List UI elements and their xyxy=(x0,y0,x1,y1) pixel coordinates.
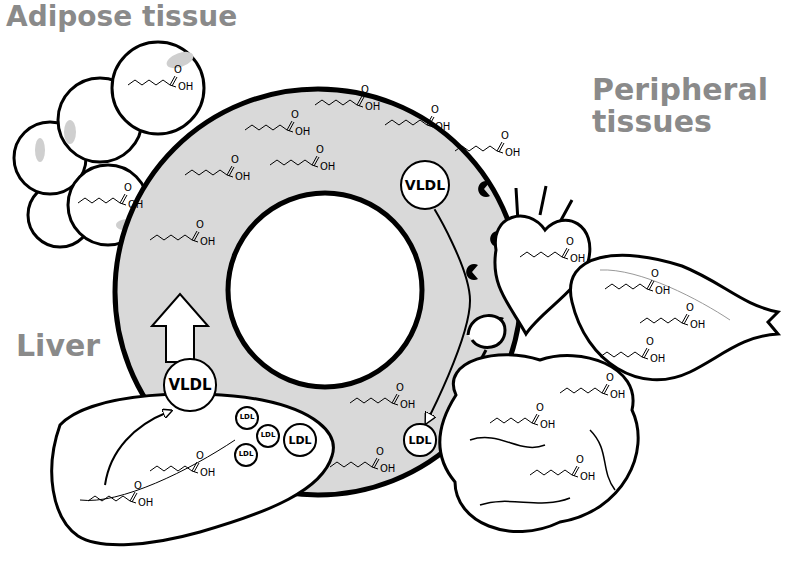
fatty-acid: O OH xyxy=(128,65,198,95)
oxygen-atom: O xyxy=(576,455,584,465)
hydroxyl-group: OH xyxy=(380,464,395,474)
fatty-acid: O OH xyxy=(385,105,455,135)
oxygen-atom: O xyxy=(361,85,369,95)
oxygen-atom: O xyxy=(174,65,182,75)
oxygen-atom: O xyxy=(231,155,239,165)
fatty-acid: O OH xyxy=(350,383,420,413)
ldl-particle-small: LDL xyxy=(235,406,260,431)
ldl-particle: LDL xyxy=(403,423,436,456)
particle-label: LDL xyxy=(239,451,254,458)
hydroxyl-group: OH xyxy=(690,320,705,330)
oxygen-atom: O xyxy=(376,447,384,457)
region-heading: Adipose tissue xyxy=(6,2,306,31)
oxygen-atom: O xyxy=(316,145,324,155)
hydroxyl-group: OH xyxy=(435,122,450,132)
hydroxyl-group: OH xyxy=(570,254,585,264)
ldl-particle: LDL xyxy=(283,423,317,457)
particle-label: VLDL xyxy=(168,378,211,393)
oxygen-atom: O xyxy=(686,303,694,313)
fatty-acid: O OH xyxy=(315,85,385,115)
oxygen-atom: O xyxy=(651,269,659,279)
fatty-acid: O OH xyxy=(88,481,158,511)
particle-label: VLDL xyxy=(405,178,445,192)
hydroxyl-group: OH xyxy=(200,468,215,478)
oxygen-atom: O xyxy=(196,451,204,461)
liver-organ xyxy=(52,394,334,545)
fatty-acid: O OH xyxy=(520,237,590,267)
oxygen-atom: O xyxy=(566,237,574,247)
hydroxyl-group: OH xyxy=(400,400,415,410)
oxygen-atom: O xyxy=(646,337,654,347)
conversion-arrow xyxy=(426,209,470,422)
particle-label: LDL xyxy=(288,435,311,446)
fatty-acid: O OH xyxy=(530,455,600,485)
fatty-acid: O OH xyxy=(245,110,315,140)
vldl-particle: VLDL xyxy=(400,160,450,210)
hydroxyl-group: OH xyxy=(295,127,310,137)
ldl-particle-small: LDL xyxy=(256,424,281,449)
particle-label: LDL xyxy=(240,414,255,421)
oxygen-atom: O xyxy=(606,373,614,383)
hydroxyl-group: OH xyxy=(128,200,143,210)
fatty-acid: O OH xyxy=(270,145,340,175)
particle-label: LDL xyxy=(261,432,276,439)
fatty-acid: O OH xyxy=(560,373,630,403)
fatty-acid: O OH xyxy=(640,303,710,333)
hydroxyl-group: OH xyxy=(650,354,665,364)
ldl-particle-small: LDL xyxy=(234,443,259,468)
fatty-acid: O OH xyxy=(78,183,148,213)
intestine-organ xyxy=(440,316,638,532)
oxygen-atom: O xyxy=(431,105,439,115)
hydroxyl-group: OH xyxy=(138,498,153,508)
fatty-acid: O OH xyxy=(490,403,560,433)
hydroxyl-group: OH xyxy=(655,286,670,296)
hydroxyl-group: OH xyxy=(540,420,555,430)
fatty-acid: O OH xyxy=(605,269,675,299)
hydroxyl-group: OH xyxy=(610,390,625,400)
liver-curved-arrow xyxy=(105,412,168,485)
oxygen-atom: O xyxy=(196,220,204,230)
oxygen-atom: O xyxy=(134,481,142,491)
fatty-acid: O OH xyxy=(600,337,670,367)
circulation-arrow xyxy=(152,294,208,362)
fatty-acid: O OH xyxy=(150,220,220,250)
oxygen-atom: O xyxy=(396,383,404,393)
fatty-acid: O OH xyxy=(330,447,400,477)
hydroxyl-group: OH xyxy=(320,162,335,172)
oxygen-atom: O xyxy=(124,183,132,193)
region-heading: Peripheral tissues xyxy=(592,74,778,137)
hydroxyl-group: OH xyxy=(178,82,193,92)
oxygen-atom: O xyxy=(536,403,544,413)
particle-label: LDL xyxy=(408,435,431,446)
liver-inner-line xyxy=(80,440,235,500)
fatty-acid: O OH xyxy=(185,155,255,185)
hydroxyl-group: OH xyxy=(365,102,380,112)
fatty-acid: O OH xyxy=(150,451,220,481)
vldl-particle: VLDL xyxy=(163,358,216,411)
hydroxyl-group: OH xyxy=(580,472,595,482)
region-heading: Liver xyxy=(16,330,136,362)
hydroxyl-group: OH xyxy=(505,148,520,158)
fatty-acid: O OH xyxy=(455,131,525,161)
hydroxyl-group: OH xyxy=(200,237,215,247)
oxygen-atom: O xyxy=(501,131,509,141)
hydroxyl-group: OH xyxy=(235,172,250,182)
oxygen-atom: O xyxy=(291,110,299,120)
